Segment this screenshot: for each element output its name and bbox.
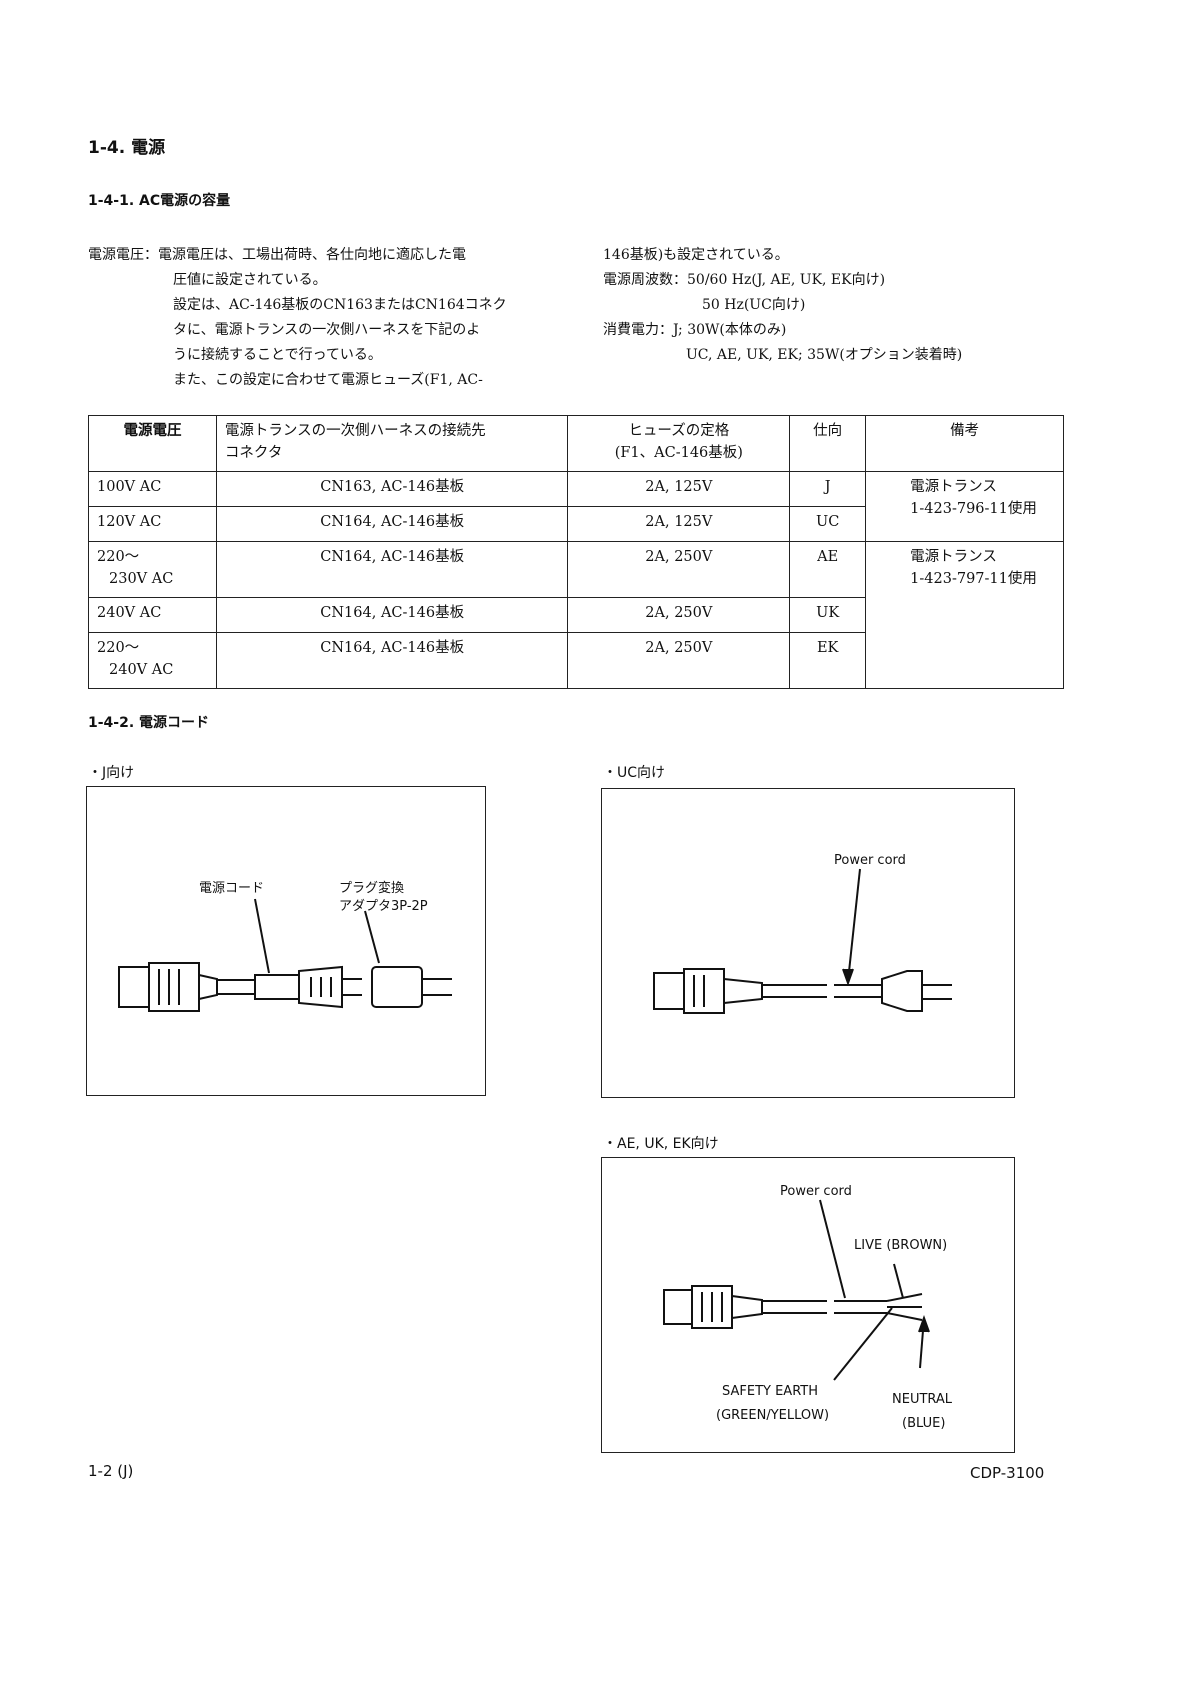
table-row: 240V AC CN164, AC-146基板 2A, 250V UK [88,597,1064,633]
cell-fuse: 2A, 250V [567,632,791,689]
paragraph-line: 圧値に設定されている。 [173,272,327,288]
cell-voltage: 240V AC [88,597,217,633]
cell-destination: UK [789,597,867,633]
remarks-line: 電源トランス [910,479,997,495]
subsection-title-ac-capacity: 1-4-1. AC電源の容量 [88,193,231,209]
label-live-brown: LIVE (BROWN) [854,1238,948,1253]
cell-destination: UC [789,506,867,542]
figure-caption-eu: ・AE, UK, EK向け [603,1136,719,1152]
power-spec-table: 電源電圧 電源トランスの一次側ハーネスの接続先コネクタ ヒューズの定格 (F1、A… [88,415,1064,689]
paragraph-line: UC, AE, UK, EK; 35W(オプション装着時) [686,347,963,363]
page-number: 1-2 (J) [88,1462,134,1480]
header-remarks: 備考 [865,415,1064,472]
paragraph-line: タに、電源トランスの一次側ハーネスを下記のよ [173,322,481,338]
label-neutral-color: (BLUE) [902,1416,946,1431]
header-destination: 仕向 [789,415,867,472]
label-safety-earth: SAFETY EARTH [722,1384,819,1399]
table-row: 220～ 240V AC CN164, AC-146基板 2A, 250V EK [88,632,1064,689]
figure-uc-power-cord: Power cord [601,788,1015,1098]
header-fuse-line: ヒューズの定格 [628,423,730,439]
label-adapter-line1: プラグ変換 [339,881,405,896]
label-safety-earth-color: (GREEN/YELLOW) [716,1408,830,1423]
paragraph-line: 設定は、AC-146基板のCN163またはCN164コネク [173,297,507,313]
figure-j-power-cord: 電源コード プラグ変換 アダプタ3P-2P [86,786,486,1096]
remarks-line: 1-423-796-11使用 [910,501,1037,517]
table-header-row: 電源電圧 電源トランスの一次側ハーネスの接続先コネクタ ヒューズの定格 (F1、A… [88,415,1064,472]
label-neutral: NEUTRAL [892,1392,953,1407]
remarks-line: 電源トランス [910,549,997,565]
cell-fuse: 2A, 125V [567,506,791,542]
header-fuse-line: (F1、AC-146基板) [614,445,743,461]
cell-destination: EK [789,632,867,689]
cell-voltage: 100V AC [88,471,217,507]
cell-voltage: 220～ 230V AC [88,541,217,598]
header-connector: 電源トランスの一次側ハーネスの接続先コネクタ [215,415,569,472]
figure-caption-uc: ・UC向け [603,765,666,781]
label-adapter-line2: アダプタ3P-2P [339,899,428,914]
label-power-cord: Power cord [834,853,906,868]
voltage-line: 240V AC [109,662,174,678]
cell-connector: CN164, AC-146基板 [215,597,569,633]
power-cord-eu-illustration [663,1199,930,1381]
cell-fuse: 2A, 250V [567,541,791,598]
paragraph-line: 146基板)も設定されている。 [603,247,789,263]
cell-connector: CN164, AC-146基板 [215,506,569,542]
table-row: 120V AC CN164, AC-146基板 2A, 125V UC [88,506,1064,542]
header-connector-line: コネクタ [224,445,283,461]
cell-voltage: 220～ 240V AC [88,632,217,689]
label-power-cord-ja: 電源コード [199,881,265,896]
power-cord-uc-illustration [653,868,952,1014]
table-row: 100V AC CN163, AC-146基板 2A, 125V J 電源トラン… [88,471,1064,542]
header-voltage: 電源電圧 [88,415,217,472]
figure-caption-j: ・J向け [88,765,135,781]
paragraph-line: 電源電圧：電源電圧は、工場出荷時、各仕向地に適応した電 [88,247,466,263]
cell-connector: CN163, AC-146基板 [215,471,569,507]
paragraph-line: 消費電力：J; 30W(本体のみ) [603,322,787,338]
paragraph-line: 50 Hz(UC向け) [702,297,806,313]
cell-remarks: 電源トランス 1-423-796-11使用 [865,471,1064,542]
model-number: CDP-3100 [970,1464,1045,1482]
subsection-title-power-cord: 1-4-2. 電源コード [88,715,210,731]
voltage-line: 220～ [97,640,140,656]
label-power-cord: Power cord [780,1184,852,1199]
cell-remarks: 電源トランス 1-423-797-11使用 [865,541,1064,689]
remarks-line: 1-423-797-11使用 [910,571,1037,587]
voltage-line: 220～ [97,549,140,565]
header-connector-line: 電源トランスの一次側ハーネスの接続先 [224,423,486,439]
table-row: 220～230V AC CN164, AC-146基板 2A, 250V AE … [88,541,1064,689]
paragraph-line: また、この設定に合わせて電源ヒューズ(F1, AC- [173,372,483,388]
cell-destination: J [789,471,867,507]
cell-fuse: 2A, 125V [567,471,791,507]
voltage-line: 230V AC [109,571,174,587]
cell-voltage: 120V AC [88,506,217,542]
paragraph-line: うに接続することで行っている。 [173,347,382,363]
cell-destination: AE [789,541,867,598]
power-cord-j-illustration [118,898,452,1012]
cell-connector: CN164, AC-146基板 [215,632,569,689]
header-fuse: ヒューズの定格 (F1、AC-146基板) [567,415,791,472]
figure-eu-power-cord: Power cord LIVE (BROWN) SAFETY EARTH (GR… [601,1157,1015,1453]
section-title: 1-4. 電源 [88,138,166,158]
cell-connector: CN164, AC-146基板 [215,541,569,598]
cell-fuse: 2A, 250V [567,597,791,633]
paragraph-line: 電源周波数：50/60 Hz(J, AE, UK, EK向け) [603,272,886,288]
